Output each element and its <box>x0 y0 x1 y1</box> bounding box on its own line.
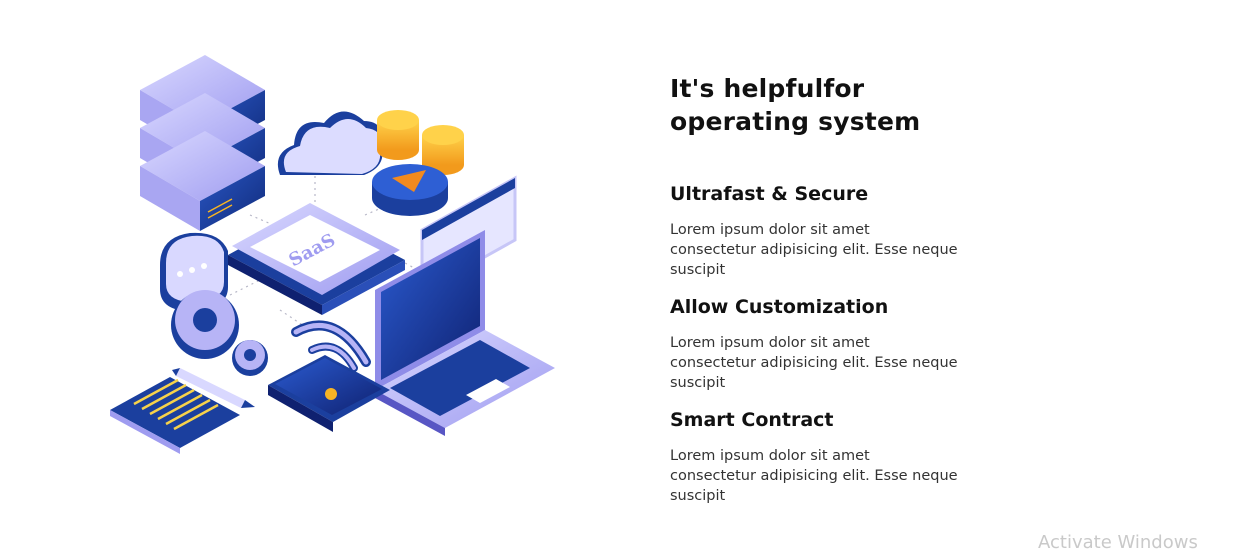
feature-description: Lorem ipsum dolor sit amet consectetur a… <box>670 222 958 278</box>
gear-icon <box>171 290 268 376</box>
pencil-icon <box>172 368 255 408</box>
activate-windows-watermark: Activate Windows <box>1038 532 1198 553</box>
saas-illustration: SaaS <box>100 50 570 470</box>
feature-description: Lorem ipsum dolor sit amet consectetur a… <box>670 335 958 391</box>
server-stack-icon <box>140 55 265 231</box>
coins-icon <box>377 110 464 175</box>
feature-description: Lorem ipsum dolor sit amet consectetur a… <box>670 448 958 504</box>
wifi-icon <box>291 320 371 400</box>
play-icon <box>372 164 448 216</box>
feature-list: Ultrafast & Secure Lorem ipsum dolor sit… <box>670 182 1000 506</box>
feature-section: It's helpfulfor operating system Ultrafa… <box>670 72 1000 521</box>
feature-item: Ultrafast & Secure Lorem ipsum dolor sit… <box>670 182 1000 280</box>
laptop-icon <box>375 230 555 436</box>
feature-title: Allow Customization <box>670 296 889 318</box>
feature-item: Smart Contract Lorem ipsum dolor sit ame… <box>670 408 1000 506</box>
feature-item: Allow Customization Lorem ipsum dolor si… <box>670 295 1000 393</box>
document-icon <box>110 377 240 454</box>
feature-title: Ultrafast & Secure <box>670 183 869 205</box>
saas-platform: SaaS <box>228 203 405 315</box>
section-title: It's helpfulfor operating system <box>670 74 921 136</box>
feature-title: Smart Contract <box>670 409 834 431</box>
cloud-icon <box>277 111 383 175</box>
